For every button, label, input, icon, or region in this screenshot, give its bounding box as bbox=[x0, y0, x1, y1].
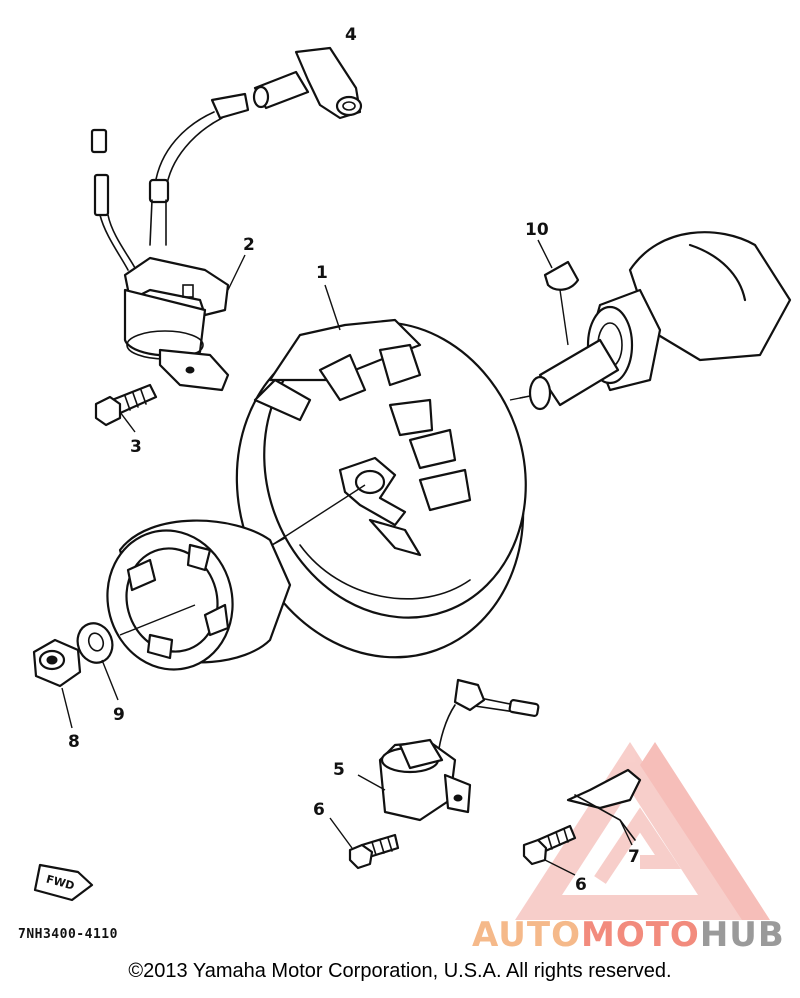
nut-part-8[interactable] bbox=[32, 638, 82, 688]
watermark-moto: MOTO bbox=[581, 915, 700, 955]
pulser-coil-part-5[interactable] bbox=[378, 678, 540, 822]
flywheel-part-1[interactable] bbox=[192, 285, 568, 698]
washer-part-9[interactable] bbox=[72, 618, 118, 667]
callout-7: 7 bbox=[628, 847, 640, 867]
callout-5: 5 bbox=[333, 760, 345, 780]
bolt-part-6a[interactable] bbox=[348, 833, 400, 870]
woodruff-key-part-10[interactable] bbox=[543, 260, 580, 291]
watermark-auto: AUTO bbox=[472, 915, 581, 955]
callout-4: 4 bbox=[345, 25, 357, 45]
ignition-coil-part-2[interactable] bbox=[90, 128, 230, 392]
diagram-code: 7NH3400-4110 bbox=[18, 927, 118, 942]
bolt-part-6b[interactable] bbox=[522, 824, 577, 866]
spark-plug-cap-part-4[interactable] bbox=[148, 46, 363, 246]
watermark-text: AUTOMOTOHUB bbox=[472, 915, 785, 955]
callout-6b: 6 bbox=[575, 875, 587, 895]
copyright-notice: ©2013 Yamaha Motor Corporation, U.S.A. A… bbox=[128, 960, 672, 982]
callout-8: 8 bbox=[68, 732, 80, 752]
callout-6a: 6 bbox=[313, 800, 325, 820]
callout-1: 1 bbox=[316, 263, 328, 283]
watermark-logo bbox=[515, 742, 770, 920]
forward-arrow: FWD bbox=[33, 863, 94, 902]
callout-10: 10 bbox=[525, 220, 549, 240]
crankshaft bbox=[519, 231, 792, 411]
callout-3: 3 bbox=[130, 437, 142, 457]
starter-pulley bbox=[106, 519, 292, 671]
callout-9: 9 bbox=[113, 705, 125, 725]
watermark-hub: HUB bbox=[700, 915, 785, 955]
bolt-part-3[interactable] bbox=[94, 383, 158, 427]
callout-2: 2 bbox=[243, 235, 255, 255]
